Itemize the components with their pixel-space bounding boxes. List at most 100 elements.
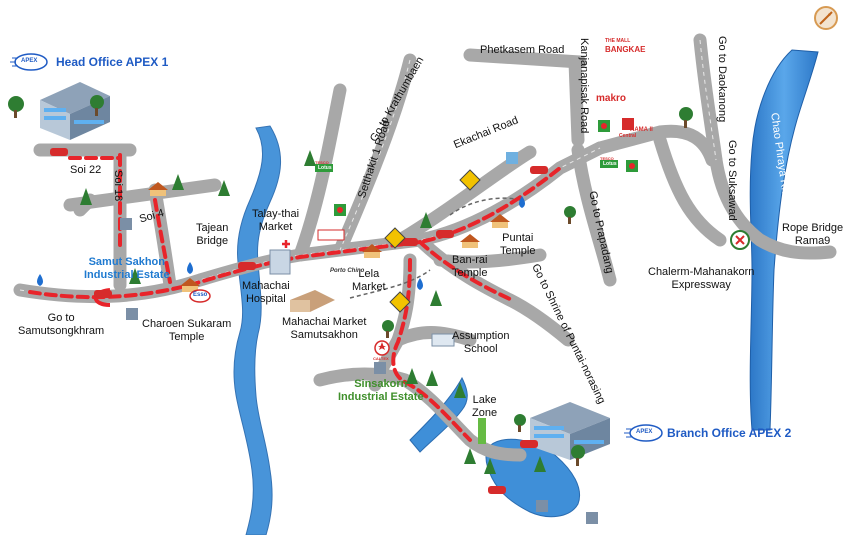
lotus-label: Lotus <box>318 165 332 171</box>
ban-rai-temple-label: Ban-rai Temple <box>452 254 487 279</box>
tree-icon <box>129 268 141 284</box>
label-line: Mahachai Market <box>282 316 367 328</box>
label-line: School <box>463 342 498 355</box>
temple-icon <box>362 244 382 258</box>
go-daokanong-label: Go to Daokanong <box>716 36 728 123</box>
label-line: Puntai <box>502 232 534 244</box>
car-icon <box>436 230 454 238</box>
label-line: Talay-thai <box>252 208 300 220</box>
samut-sakhon-industrial-estate-label: Samut Sakhon Industrial Estate <box>84 256 170 281</box>
sinsakorn-industrial-estate-label: Sinsakorn Industrial Estate <box>338 378 424 403</box>
chalerm-mahanakorn-label: Chalerm-Mahanakorn Expressway <box>648 266 754 291</box>
label-line: Zone <box>472 406 498 419</box>
store-badge-icon <box>334 204 346 216</box>
tree-icon <box>430 290 442 306</box>
soi-22-label: Soi 22 <box>70 164 102 176</box>
tree-icon <box>90 95 104 116</box>
label-line: Charoen Sukaram <box>142 318 232 330</box>
car-icons <box>50 148 548 494</box>
central-label: Central <box>619 133 637 139</box>
store-badge-icon <box>626 160 638 172</box>
apex-logo-text: APEX <box>636 429 653 435</box>
mahachai-market-label: Mahachai Market Samutsakhon <box>282 316 366 341</box>
esso-label: Esso <box>193 292 208 298</box>
label-line: Samutsongkhram <box>18 324 105 337</box>
car-icon <box>400 238 418 246</box>
factory-icon <box>374 362 386 374</box>
go-suksawad-label: Go to Suksawad <box>726 140 738 221</box>
car-icon <box>520 440 538 448</box>
hospital-building-icon <box>269 240 291 275</box>
tree-icon <box>464 448 476 464</box>
branch-office-label[interactable]: Branch Office APEX 2 <box>667 426 792 440</box>
porto-chino-label: Porto Chino <box>330 268 365 274</box>
factory-icon <box>126 308 138 320</box>
compass-icon <box>814 6 838 30</box>
tree-icon <box>172 174 184 190</box>
label-line: Temple <box>500 244 536 257</box>
talay-thai-market-label: Talay-thai Market <box>252 208 299 233</box>
tree-icon <box>382 320 394 338</box>
railway-warning-sign-icon <box>389 291 411 313</box>
label-line: Market <box>258 220 293 233</box>
temple-icon <box>460 234 480 248</box>
head-office-label[interactable]: Head Office APEX 1 <box>56 55 169 69</box>
label-line: Ban-rai <box>452 254 488 266</box>
factory-icon <box>586 512 598 524</box>
label-line: Chalerm-Mahanakorn <box>648 266 755 278</box>
label-line: Temple <box>168 330 205 343</box>
lake-zone-tower-icon <box>478 418 486 444</box>
tree-icon <box>564 206 576 224</box>
temple-icon <box>490 214 510 228</box>
assumption-school-label: Assumption School <box>452 330 509 355</box>
head-office-building-icon <box>40 82 110 140</box>
car-icon <box>488 486 506 494</box>
caltex-label: CALTEX <box>373 356 389 361</box>
label-line: Tajean <box>196 222 229 234</box>
label-line: Industrial Estate <box>338 390 424 403</box>
tree-icon <box>514 414 526 432</box>
car-icon <box>50 148 68 156</box>
makro-label: makro <box>596 93 627 104</box>
lotus-top-label: ТЕSСО <box>600 156 614 161</box>
label-line: Assumption <box>452 330 510 342</box>
dashed-loop-road <box>349 197 521 299</box>
puntai-temple-label: Puntai Temple <box>500 232 535 257</box>
temple-icons <box>148 182 510 292</box>
rama2-label: RAMA II <box>630 127 653 133</box>
lela-market-label: Lela Market <box>352 268 386 293</box>
mall-sign-icon <box>317 229 345 241</box>
label-line: Rama9 <box>794 234 831 247</box>
lotus-top-label: ТЕSСО <box>315 160 329 165</box>
tree-icon <box>218 180 230 196</box>
water-drop-icon <box>37 274 43 286</box>
market-building-icon <box>290 290 335 312</box>
label-line: Lela <box>358 268 380 280</box>
chao-phraya-river <box>749 49 819 431</box>
tree-icon <box>420 212 432 228</box>
lotus-store-icon <box>315 164 333 172</box>
label-line: Hospital <box>245 292 286 305</box>
soi-18-label: Soi 18 <box>112 170 124 202</box>
car-icon <box>94 290 112 298</box>
factory-icon <box>506 152 518 164</box>
label-line: Temple <box>452 266 488 279</box>
tree-icon <box>80 188 92 205</box>
phetkasem-road-label: Phetkasem Road <box>480 44 565 56</box>
gas-station-icons <box>189 289 390 356</box>
charoen-sukaram-temple-label: Charoen Sukaram Temple <box>142 318 231 343</box>
central-store-icon <box>598 120 610 132</box>
railway-warning-sign-icon <box>459 169 481 191</box>
lake-zone-label: Lake Zone <box>472 394 497 419</box>
apex-logo-text: APEX <box>21 58 38 64</box>
apex-logo-head-icon <box>10 53 48 71</box>
temple-icon <box>180 278 200 292</box>
lotus-label: Lotus <box>603 161 617 167</box>
water-drop-icon <box>519 196 525 208</box>
label-line: Sinsakorn <box>354 378 408 390</box>
label-line: Lake <box>472 394 497 406</box>
tree-icon <box>406 368 418 384</box>
water-drop-icon <box>187 262 193 274</box>
